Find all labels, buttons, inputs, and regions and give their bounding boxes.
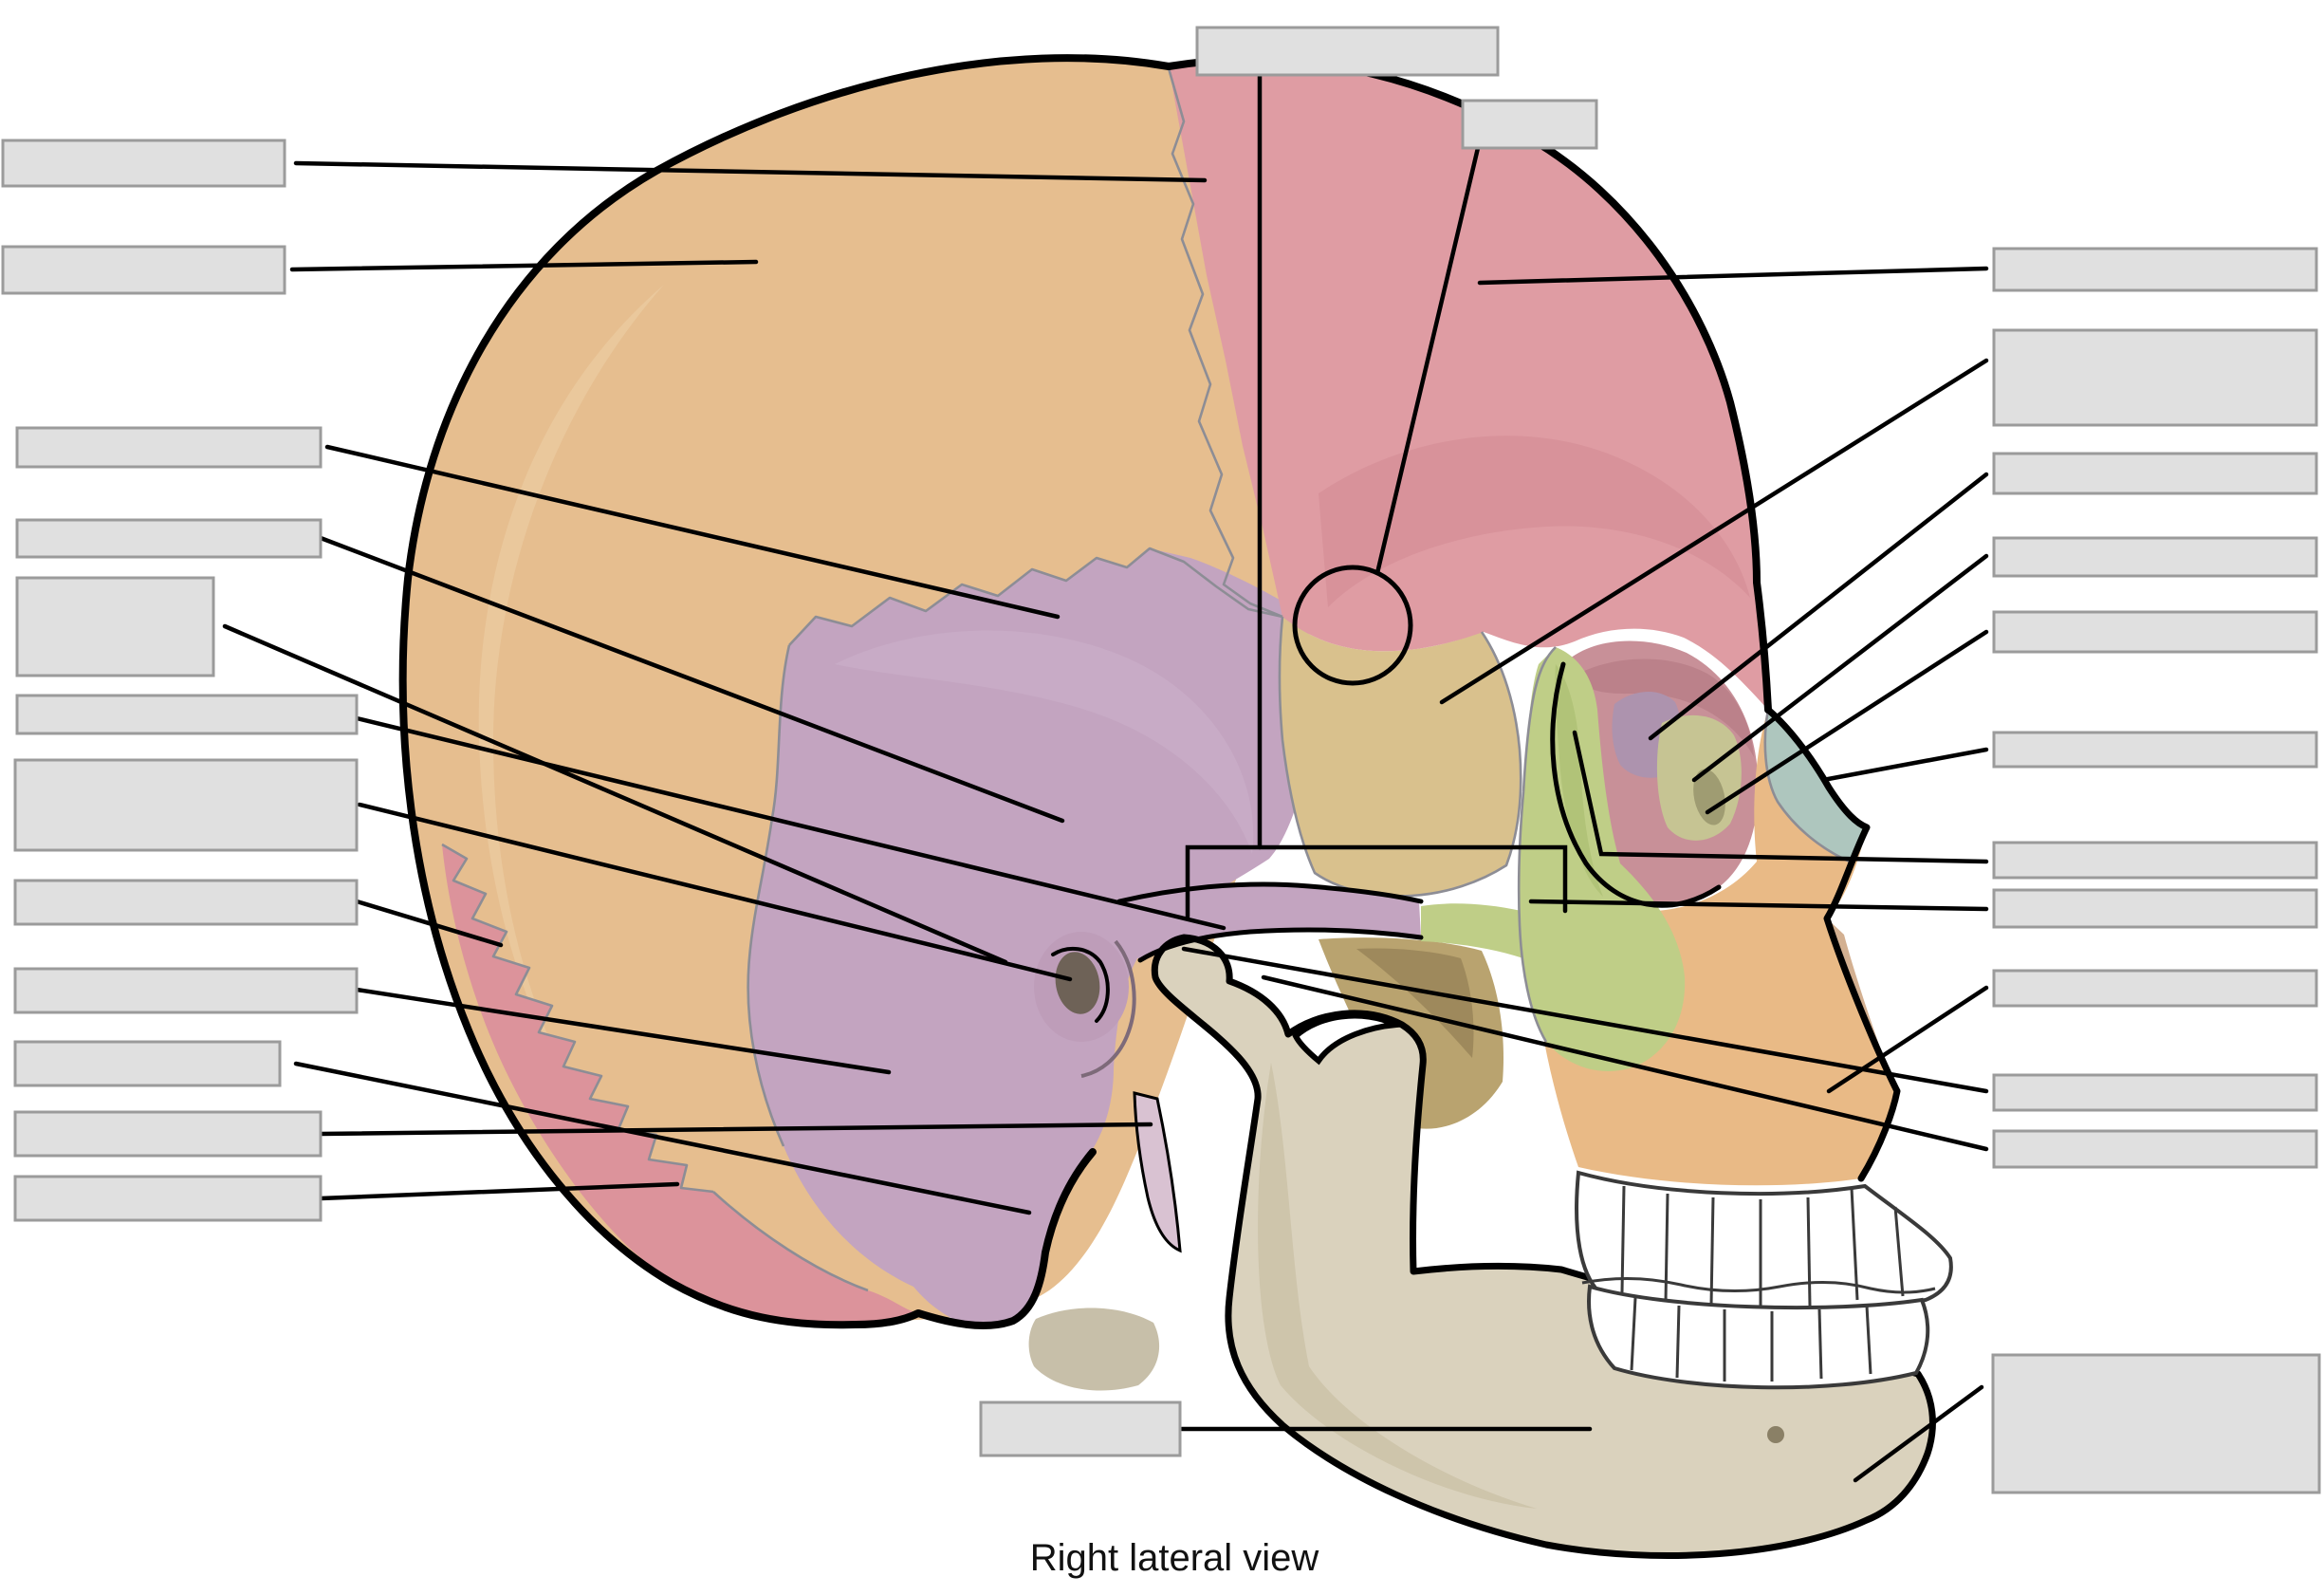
label-box-right-05[interactable]: [1992, 610, 2318, 654]
label-box-top-pterion[interactable]: [1461, 99, 1598, 150]
skull-base-bone: [1028, 1308, 1160, 1391]
leader-left-01: [293, 160, 1208, 183]
sphenoid-bone: [1280, 617, 1522, 897]
label-box-left-05[interactable]: [15, 576, 215, 677]
label-box-right-11[interactable]: [1992, 1129, 2318, 1169]
mandible-shading: [1258, 1063, 1537, 1509]
leader-left-12: [318, 1181, 680, 1201]
label-box-left-07[interactable]: [13, 758, 359, 852]
figure-caption: Right lateral view: [1030, 1537, 1319, 1579]
leader-left-04: [318, 535, 1065, 824]
label-box-right-04[interactable]: [1992, 536, 2318, 578]
leader-lines: [222, 72, 1989, 1483]
sutures: [441, 67, 1851, 1292]
sphenoid-border: [1278, 616, 1522, 898]
label-box-left-04[interactable]: [15, 518, 323, 559]
leader-right-01: [1477, 266, 1989, 286]
squamous-suture: [788, 547, 1283, 646]
external-acoustic-meatus: [1055, 952, 1100, 1014]
mental-foramen: [1767, 1426, 1784, 1443]
label-box-right-08[interactable]: [1992, 888, 2318, 929]
leader-right-06: [1820, 747, 1989, 783]
label-box-right-07[interactable]: [1992, 841, 2318, 880]
label-box-right-02[interactable]: [1992, 328, 2318, 427]
coronal-suture: [1167, 67, 1283, 619]
leader-left-06: [354, 715, 1227, 931]
zygomatic-shading: [1555, 664, 1603, 897]
leader-right-09: [1826, 985, 1989, 1094]
temporal-shading: [835, 630, 1254, 854]
leader-left-05: [222, 623, 1008, 965]
leader-left-02: [289, 259, 759, 272]
orbital-roof-shading: [1575, 658, 1754, 757]
leader-right-02: [1439, 358, 1989, 705]
teeth-separators: [1581, 1185, 1936, 1382]
leader-left-03: [324, 444, 1061, 620]
label-box-right-01[interactable]: [1992, 247, 2318, 292]
label-box-right-06[interactable]: [1992, 731, 2318, 769]
zygomatic-process-of-temporal: [1119, 883, 1421, 960]
label-box-left-02[interactable]: [1, 245, 286, 295]
meatus-outline: [1051, 946, 1110, 1023]
arch-bottom-outline: [1137, 927, 1424, 963]
zygomatic-border: [1517, 646, 1557, 1043]
occipitomastoid-suture: [712, 1191, 869, 1292]
leader-right-08: [1528, 899, 1989, 912]
pterion-circle: [1292, 565, 1413, 686]
label-box-right-03[interactable]: [1992, 452, 2318, 495]
label-box-left-09[interactable]: [13, 967, 359, 1014]
label-box-top-arch[interactable]: [1195, 26, 1500, 77]
arch-top-outline: [1116, 881, 1424, 904]
label-box-left-11[interactable]: [13, 1110, 323, 1158]
frontal-shading: [1319, 436, 1750, 607]
ear-rim-line: [1080, 939, 1136, 1078]
occipital-bone: [442, 844, 918, 1325]
label-box-left-01[interactable]: [1, 139, 286, 188]
lambdoid-suture: [441, 843, 714, 1194]
leader-pterion: [1374, 145, 1481, 576]
label-box-left-06[interactable]: [15, 694, 359, 735]
leader-right-03: [1648, 472, 1989, 741]
leader-left-08: [354, 899, 504, 948]
leader-right-04: [1691, 553, 1989, 783]
mandible-notch-line: [1292, 1012, 1408, 1066]
lacrimal-fossa: [1693, 769, 1725, 825]
infratemporal-shadow: [1356, 948, 1474, 1058]
leader-left-10: [293, 1061, 1032, 1215]
cranium-outline: [398, 54, 1772, 1329]
leader-right-05: [1705, 629, 1989, 815]
frontal-bone: [1169, 59, 1768, 710]
leader-right-11: [1261, 974, 1989, 1152]
parietal-shading: [478, 285, 664, 1148]
label-box-left-12[interactable]: [13, 1175, 323, 1222]
lower-teeth: [1587, 1284, 1930, 1390]
leader-left-09: [354, 987, 892, 1075]
leader-right-12: [1853, 1384, 1984, 1483]
zygomatic-temporal-process: [1421, 903, 1523, 958]
leader-left-07: [357, 802, 1073, 982]
label-box-left-03[interactable]: [15, 426, 323, 469]
leader-right-10: [1181, 946, 1989, 1094]
label-box-right-09[interactable]: [1992, 969, 2318, 1008]
leader-arch-bracket: [1185, 844, 1568, 919]
nasal-bone: [1764, 710, 1867, 862]
leader-right-07: [1572, 730, 1989, 864]
styloid-process: [1133, 1091, 1182, 1253]
temporal-lower-border: [747, 644, 791, 1147]
label-box-right-10[interactable]: [1992, 1073, 2318, 1112]
leader-left-11: [318, 1122, 1153, 1137]
label-box-right-12[interactable]: [1991, 1353, 2321, 1494]
label-box-left-08[interactable]: [13, 879, 359, 926]
skull-illustration: [398, 54, 1953, 1559]
label-boxes: [1, 26, 2321, 1494]
label-box-left-10[interactable]: [13, 1040, 282, 1087]
nasal-border: [1763, 709, 1851, 863]
label-box-bottom-01[interactable]: [979, 1400, 1182, 1457]
